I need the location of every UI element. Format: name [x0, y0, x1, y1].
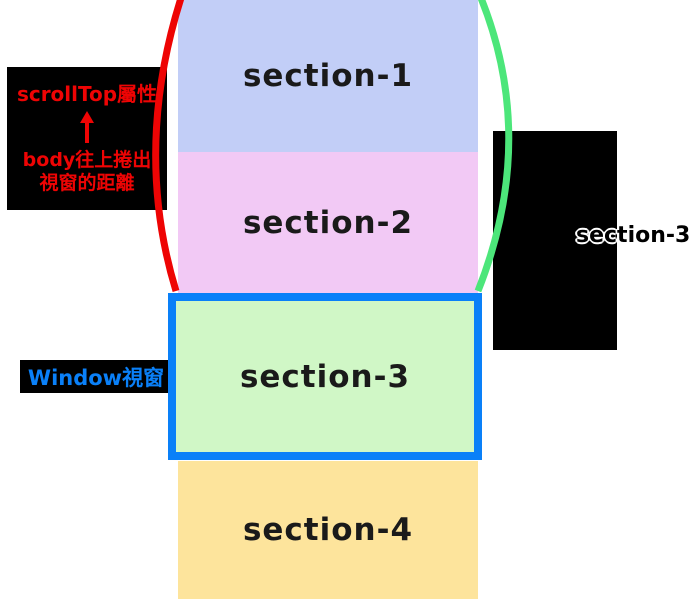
section-2-block: section-2: [178, 152, 478, 293]
scrolltop-attribute-text: scrollTop屬性: [16, 81, 158, 106]
up-arrow-head: [80, 111, 94, 124]
section-2-label: section-2: [242, 204, 414, 241]
section-1-label: section-1: [242, 58, 414, 94]
section-3-tag-box: section-3: [493, 131, 690, 350]
scrolltop-callout: scrollTop屬性 body往上捲出 視窗的距離: [7, 67, 167, 210]
up-arrow-icon: [80, 111, 94, 144]
window-viewport-label: Window視窗: [27, 365, 165, 390]
section-1-block: section-1: [178, 0, 478, 152]
section-3-tag-text: section-3: [576, 223, 691, 248]
scrolltop-description-line-2: 視窗的距離: [39, 171, 135, 194]
section-3-label: section-3: [239, 358, 411, 395]
window-viewport-box: section-3: [168, 293, 482, 460]
scrolltop-description-line-1: body往上捲出: [22, 149, 152, 172]
window-viewport-callout: Window視窗: [20, 360, 168, 393]
section-4-label: section-4: [242, 512, 414, 548]
up-arrow-shaft: [85, 123, 89, 144]
section-4-block: section-4: [178, 461, 478, 599]
